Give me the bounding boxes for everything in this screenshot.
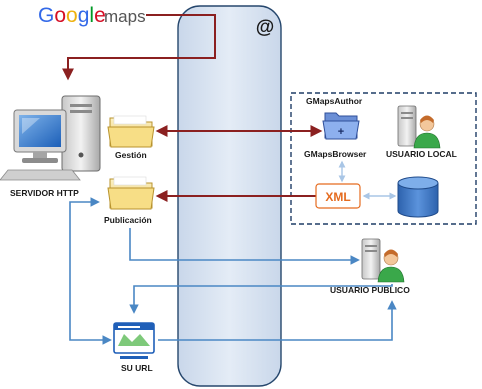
internet-at-symbol: @: [256, 17, 275, 38]
xml-file-icon: XML: [315, 183, 361, 209]
gmaps-author-label: GMapsAuthor: [306, 96, 363, 106]
arrow-publico-to-url: [129, 284, 393, 314]
gmaps-browser-label: GMapsBrowser: [304, 149, 367, 159]
local-environment-box: [290, 92, 477, 225]
gestion-folder-icon: [107, 115, 155, 148]
usuario-local-icon: [397, 105, 441, 149]
usuario-publico-icon: [361, 238, 405, 283]
gmaps-author-folder-icon: +: [322, 112, 360, 140]
su-url-label: SU URL: [121, 363, 153, 373]
server-computer-icon: [0, 95, 101, 181]
arrow-url-to-publico: [158, 300, 397, 341]
arrow-publicacion-to-publico: [129, 228, 360, 265]
svg-text:+: +: [338, 126, 344, 138]
gestion-label: Gestión: [115, 150, 147, 160]
server-label: SERVIDOR HTTP: [10, 188, 79, 198]
database-icon: [397, 176, 439, 218]
publicacion-label: Publicación: [104, 215, 152, 225]
su-url-browser-icon: [113, 322, 155, 359]
arrow-maps-to-server: [62, 14, 216, 81]
publicacion-folder-icon: [107, 176, 155, 210]
logo-brand-text: Google: [38, 4, 106, 27]
arrow-server-url: [69, 197, 112, 345]
logo-product-text: maps: [104, 7, 146, 26]
google-maps-logo: Google maps: [38, 4, 146, 27]
xml-label: XML: [325, 190, 350, 204]
usuario-publico-label: USUARIO PÚBLICO: [330, 284, 410, 295]
usuario-local-label: USUARIO LOCAL: [386, 149, 457, 159]
